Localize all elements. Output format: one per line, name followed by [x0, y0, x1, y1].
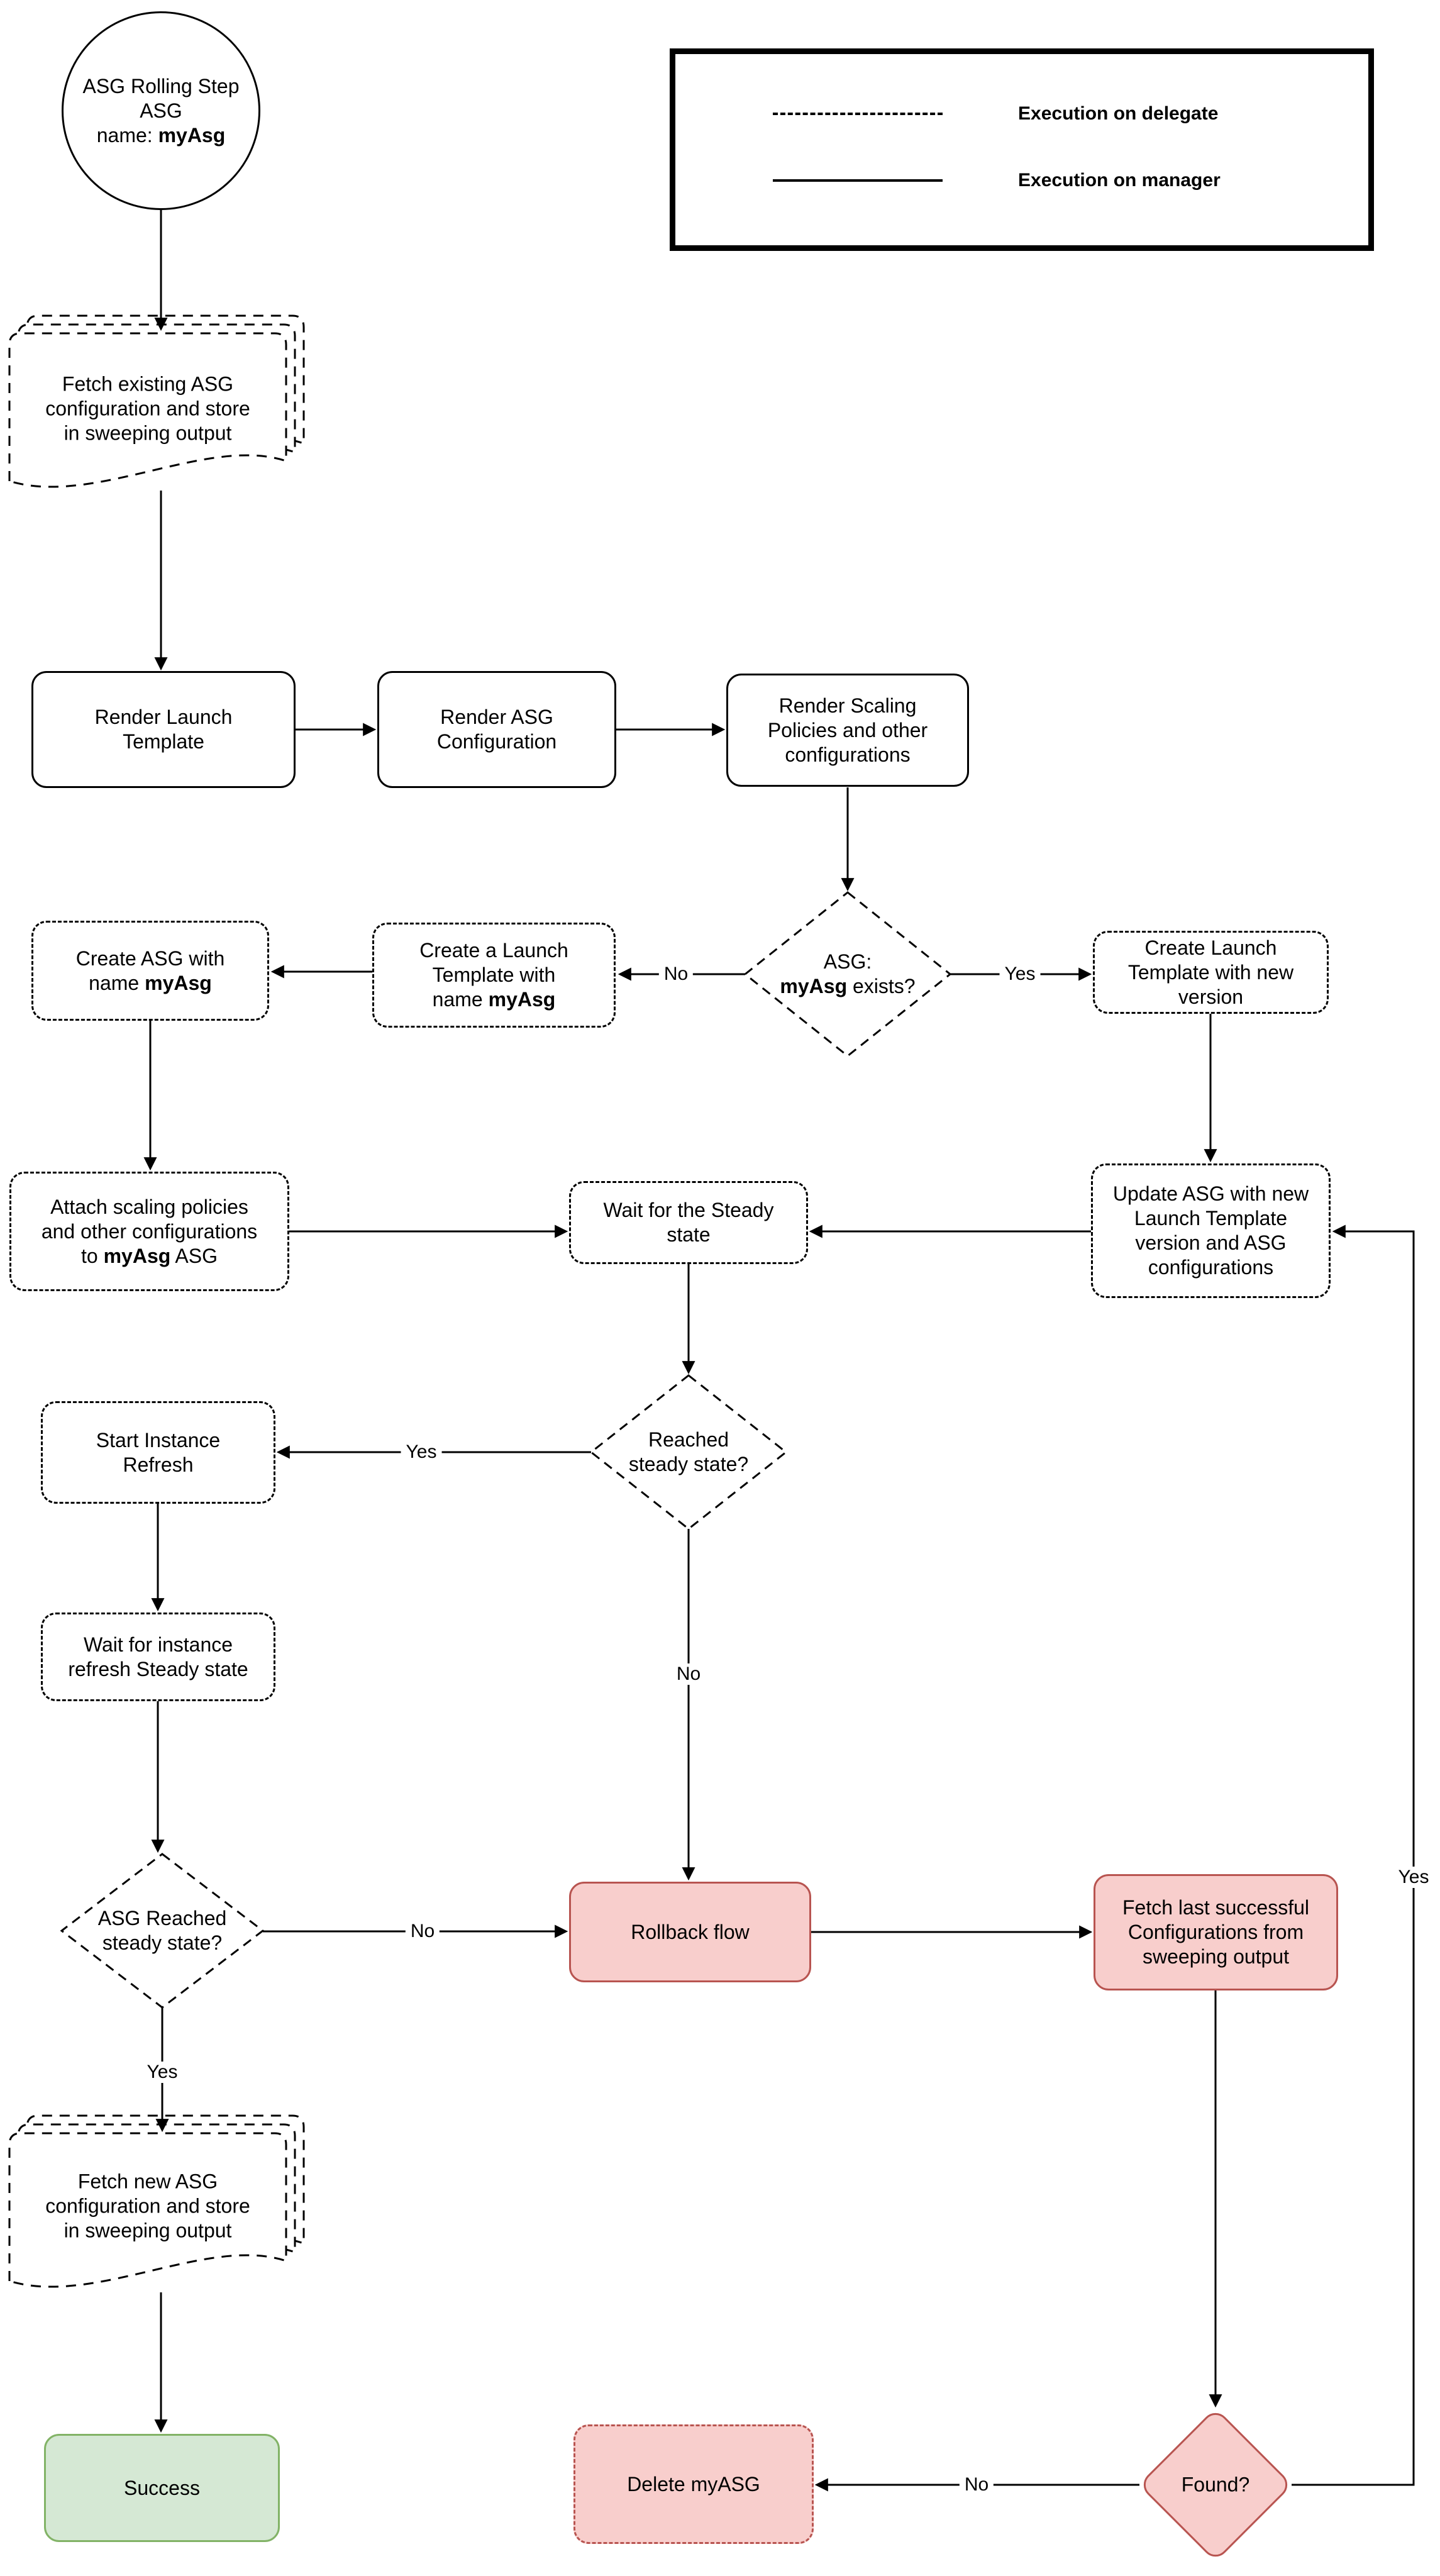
- fetch-new-asg-node-label: Fetch new ASG configuration and store in…: [45, 2170, 250, 2242]
- legend-delegate-label: Execution on delegate: [1018, 103, 1219, 124]
- create-asg-node: Create ASG with name myAsg: [31, 921, 269, 1021]
- render-asg-configuration-node: Render ASG Configuration: [377, 671, 616, 788]
- delete-myasg-node: Delete myASG: [573, 2424, 814, 2544]
- edge-label-exists-yes: Yes: [999, 963, 1041, 985]
- edge-label-reached-no: No: [671, 1663, 706, 1685]
- render-launch-template-node: Render Launch Template: [31, 671, 296, 788]
- create-launch-template-new-version-node: Create Launch Template with new version: [1093, 931, 1329, 1014]
- success-node: Success: [44, 2434, 280, 2542]
- edge-found-yes: [1292, 1224, 1415, 2486]
- connectors: [143, 210, 1415, 2492]
- fetch-last-successful-node: Fetch last successful Configurations fro…: [1094, 1874, 1338, 1990]
- wait-instance-refresh-node: Wait for instance refresh Steady state: [41, 1613, 275, 1701]
- found-decision-label: Found?: [1181, 2473, 1250, 2496]
- create-launch-template-node: Create a Launch Template with name myAsg: [372, 923, 616, 1028]
- found-decision-diamond: [1143, 2412, 1288, 2557]
- edge-label-found-yes: Yes: [1393, 1867, 1434, 1888]
- reached-steady-decision-diamond: [589, 1374, 788, 1530]
- legend-manager-label: Execution on manager: [1018, 170, 1221, 191]
- asg-exists-decision-label: ASG: myAsg exists?: [780, 950, 916, 997]
- reached-steady-decision-label: Reached steady state?: [628, 1428, 749, 1475]
- update-asg-node: Update ASG with new Launch Template vers…: [1091, 1163, 1331, 1298]
- start-line-2: ASG: [140, 99, 182, 122]
- start-line-3: name: myAsg: [96, 123, 226, 147]
- asg-exists-decision-diamond: [743, 891, 952, 1057]
- legend-solid-line-sample: [773, 179, 943, 182]
- asg-reached-steady-decision-label: ASG Reached steady state?: [97, 1907, 227, 1954]
- start-instance-refresh-node: Start Instance Refresh: [41, 1401, 275, 1504]
- fetch-existing-node-label: Fetch existing ASG configuration and sto…: [45, 372, 250, 445]
- edge-label-asg-reached-no: No: [405, 1921, 440, 1942]
- edge-label-exists-no: No: [658, 963, 694, 985]
- asg-reached-steady-decision-diamond: [60, 1853, 265, 2009]
- edge-label-reached-yes: Yes: [401, 1441, 442, 1463]
- edge-label-asg-reached-yes: Yes: [141, 2062, 183, 2083]
- start-node: ASG Rolling Step ASG name: myAsg: [62, 11, 260, 210]
- legend-dashed-line-sample: [773, 113, 943, 115]
- render-scaling-policies-node: Render Scaling Policies and other config…: [726, 674, 969, 787]
- wait-steady-state-node: Wait for the Steady state: [569, 1181, 808, 1264]
- rollback-flow-node: Rollback flow: [569, 1882, 811, 1982]
- legend: Execution on delegate Execution on manag…: [670, 48, 1374, 251]
- start-line-1: ASG Rolling Step: [82, 74, 240, 97]
- attach-scaling-policies-node: Attach scaling policies and other config…: [9, 1172, 289, 1291]
- edge-label-found-no: No: [959, 2474, 994, 2496]
